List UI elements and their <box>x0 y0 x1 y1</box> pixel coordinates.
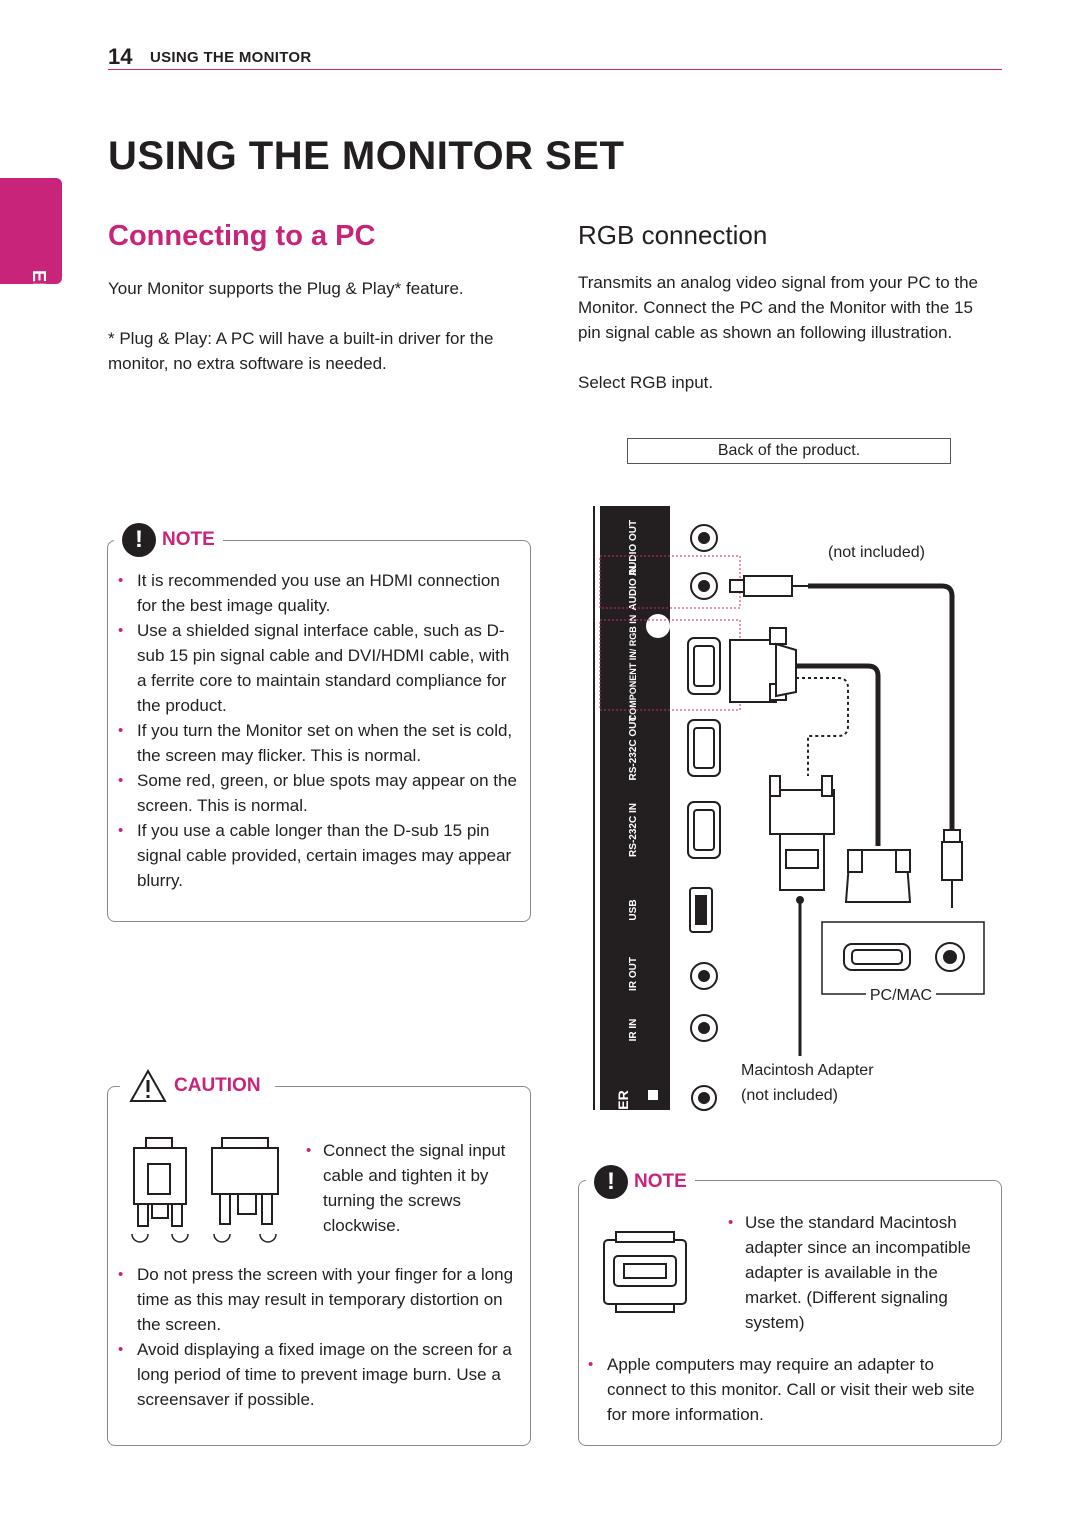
section-title: USING THE MONITOR <box>150 49 312 66</box>
port-label: IR OUT <box>628 957 639 991</box>
list-item: If you turn the Monitor set on when the … <box>108 718 520 768</box>
plug-play-footnote: * Plug & Play: A PC will have a built-in… <box>108 329 494 373</box>
note-header-right: ! NOTE <box>586 1165 695 1199</box>
note-label: NOTE <box>634 1171 687 1192</box>
mac-adapter-illustration <box>603 1231 687 1313</box>
list-item: It is recommended you use an HDMI connec… <box>108 568 520 618</box>
pc-mac-label: PC/MAC <box>870 987 932 1004</box>
rgb-connection-heading: RGB connection <box>578 220 768 250</box>
list-item: Use a shielded signal interface cable, s… <box>108 618 520 718</box>
rgb-description: Transmits an analog video signal from yo… <box>578 273 979 342</box>
header-divider <box>108 69 1002 70</box>
list-item: Do not press the screen with your finger… <box>108 1262 518 1337</box>
list-item: Avoid displaying a fixed image on the sc… <box>108 1337 518 1412</box>
port-label: IR IN <box>628 1019 639 1042</box>
list-item: Some red, green, or blue spots may appea… <box>108 768 520 818</box>
back-panel <box>600 506 670 1110</box>
caution-label: CAUTION <box>174 1075 261 1096</box>
note-adapter-text: Use the standard Macintosh adapter since… <box>745 1213 971 1332</box>
adapter-name: Macintosh Adapter <box>741 1062 874 1079</box>
warning-triangle-icon <box>129 1068 167 1102</box>
adapter-not-included: (not included) <box>741 1087 838 1104</box>
exclamation-icon: ! <box>122 523 156 557</box>
note-adapter-item: • Use the standard Macintosh adapter sin… <box>726 1210 988 1335</box>
port-label: RS-232C OUT <box>628 715 639 780</box>
caution-list: Do not press the screen with your finger… <box>108 1262 518 1412</box>
port-label: COMPONENT IN/ RGB IN <box>628 615 638 722</box>
note-header: ! NOTE <box>114 523 223 557</box>
note-label: NOTE <box>162 529 215 550</box>
caution-header: CAUTION <box>120 1068 275 1104</box>
page-title: USING THE MONITOR SET <box>108 134 625 178</box>
caution-connect-item: • Connect the signal input cable and tig… <box>304 1138 519 1238</box>
note-box-right <box>578 1180 1002 1446</box>
rgb-connection-diagram: AUDIO OUT AUDIO IN COMPONENT IN/ RGB IN … <box>593 506 985 1111</box>
caution-connect-text: Connect the signal input cable and tight… <box>323 1141 506 1235</box>
plug-play-intro: Your Monitor supports the Plug & Play* f… <box>108 279 464 298</box>
cable-not-included: (not included) <box>828 544 925 561</box>
page-number: 14 <box>108 44 133 69</box>
language-tab: ENGLISH <box>0 178 62 354</box>
list-item: Apple computers may require an adapter t… <box>578 1352 988 1427</box>
port-label: ER <box>615 1090 631 1109</box>
port-label: USB <box>628 899 639 920</box>
note-list-right: Apple computers may require an adapter t… <box>578 1352 988 1427</box>
port-label: AUDIO OUT <box>628 520 639 576</box>
note-list: It is recommended you use an HDMI connec… <box>108 568 520 893</box>
rgb-instruction: Select RGB input. <box>578 373 714 392</box>
dsub-connector-illustration <box>131 1137 279 1243</box>
diagram-caption: Back of the product. <box>627 438 951 464</box>
pc-connection-heading: Connecting to a PC <box>108 220 376 252</box>
port-label: AUDIO IN <box>628 566 639 611</box>
exclamation-icon: ! <box>594 1165 628 1199</box>
list-item: If you use a cable longer than the D-sub… <box>108 818 520 893</box>
port-label: RS-232C IN <box>628 803 639 857</box>
language-tab-label: ENGLISH <box>29 270 49 354</box>
